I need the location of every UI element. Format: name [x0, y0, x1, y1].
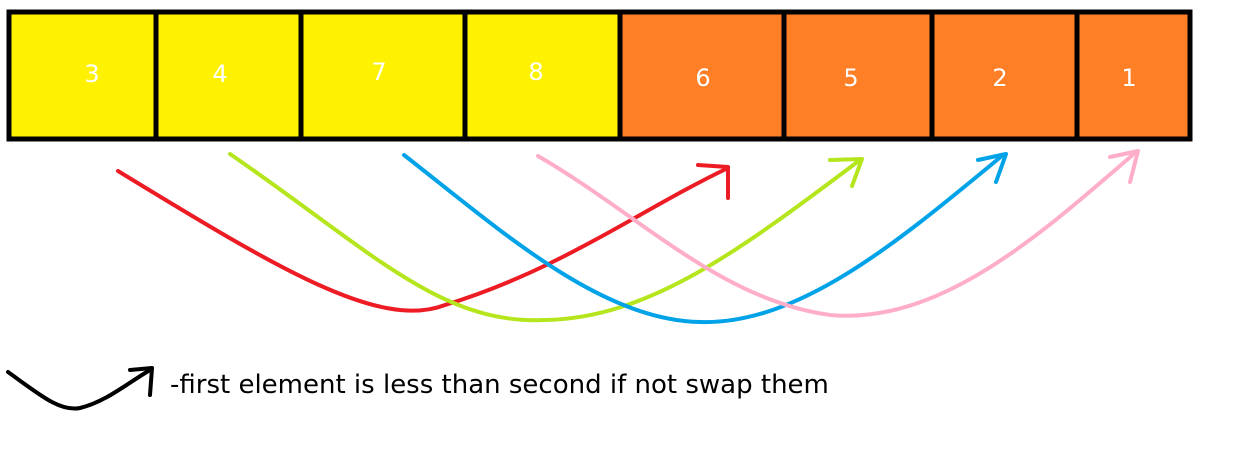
cell-box — [617, 9, 787, 142]
array-cell: 4 — [153, 9, 304, 142]
cell-value: 1 — [1121, 64, 1136, 92]
cell-value: 2 — [992, 64, 1007, 92]
cell-box — [153, 9, 304, 142]
arrow-head — [1108, 149, 1140, 184]
cell-box — [929, 9, 1080, 142]
comparison-arrow — [228, 152, 864, 323]
array-cell: 8 — [462, 9, 623, 142]
cell-box — [1074, 9, 1193, 142]
arrow-curve — [536, 150, 1138, 318]
cell-value: 5 — [843, 64, 858, 92]
cell-value: 8 — [528, 58, 543, 86]
arrow-curve — [228, 152, 862, 323]
arrow-head — [696, 163, 730, 200]
cell-value: 6 — [695, 64, 710, 92]
array-cell: 2 — [929, 9, 1080, 142]
arrow-curve — [116, 166, 730, 313]
comparison-arrow — [402, 152, 1008, 325]
comparison-arrow — [116, 163, 730, 313]
cell-value: 3 — [84, 60, 99, 88]
arrow-head — [976, 152, 1008, 184]
cell-value: 7 — [371, 58, 386, 86]
cell-box — [6, 9, 159, 142]
comparison-arrow — [536, 149, 1140, 318]
arrow-curve — [402, 153, 1005, 325]
array-cell: 5 — [781, 9, 935, 142]
legend-arrow-head — [128, 366, 154, 397]
array-cell: 7 — [298, 9, 468, 142]
legend-arrow-curve — [6, 368, 152, 411]
array-cell: 1 — [1074, 9, 1193, 142]
cell-box — [298, 9, 468, 142]
legend-arrow-icon — [6, 366, 154, 411]
array-row: 3 4 7 8 6 5 2 1 — [6, 9, 1193, 142]
legend-caption: -first element is less than second if no… — [170, 370, 829, 400]
comparison-arrows — [116, 149, 1140, 325]
array-cell: 6 — [617, 9, 787, 142]
arrow-head — [828, 157, 864, 188]
array-cell: 3 — [6, 9, 159, 142]
cell-value: 4 — [212, 60, 227, 88]
